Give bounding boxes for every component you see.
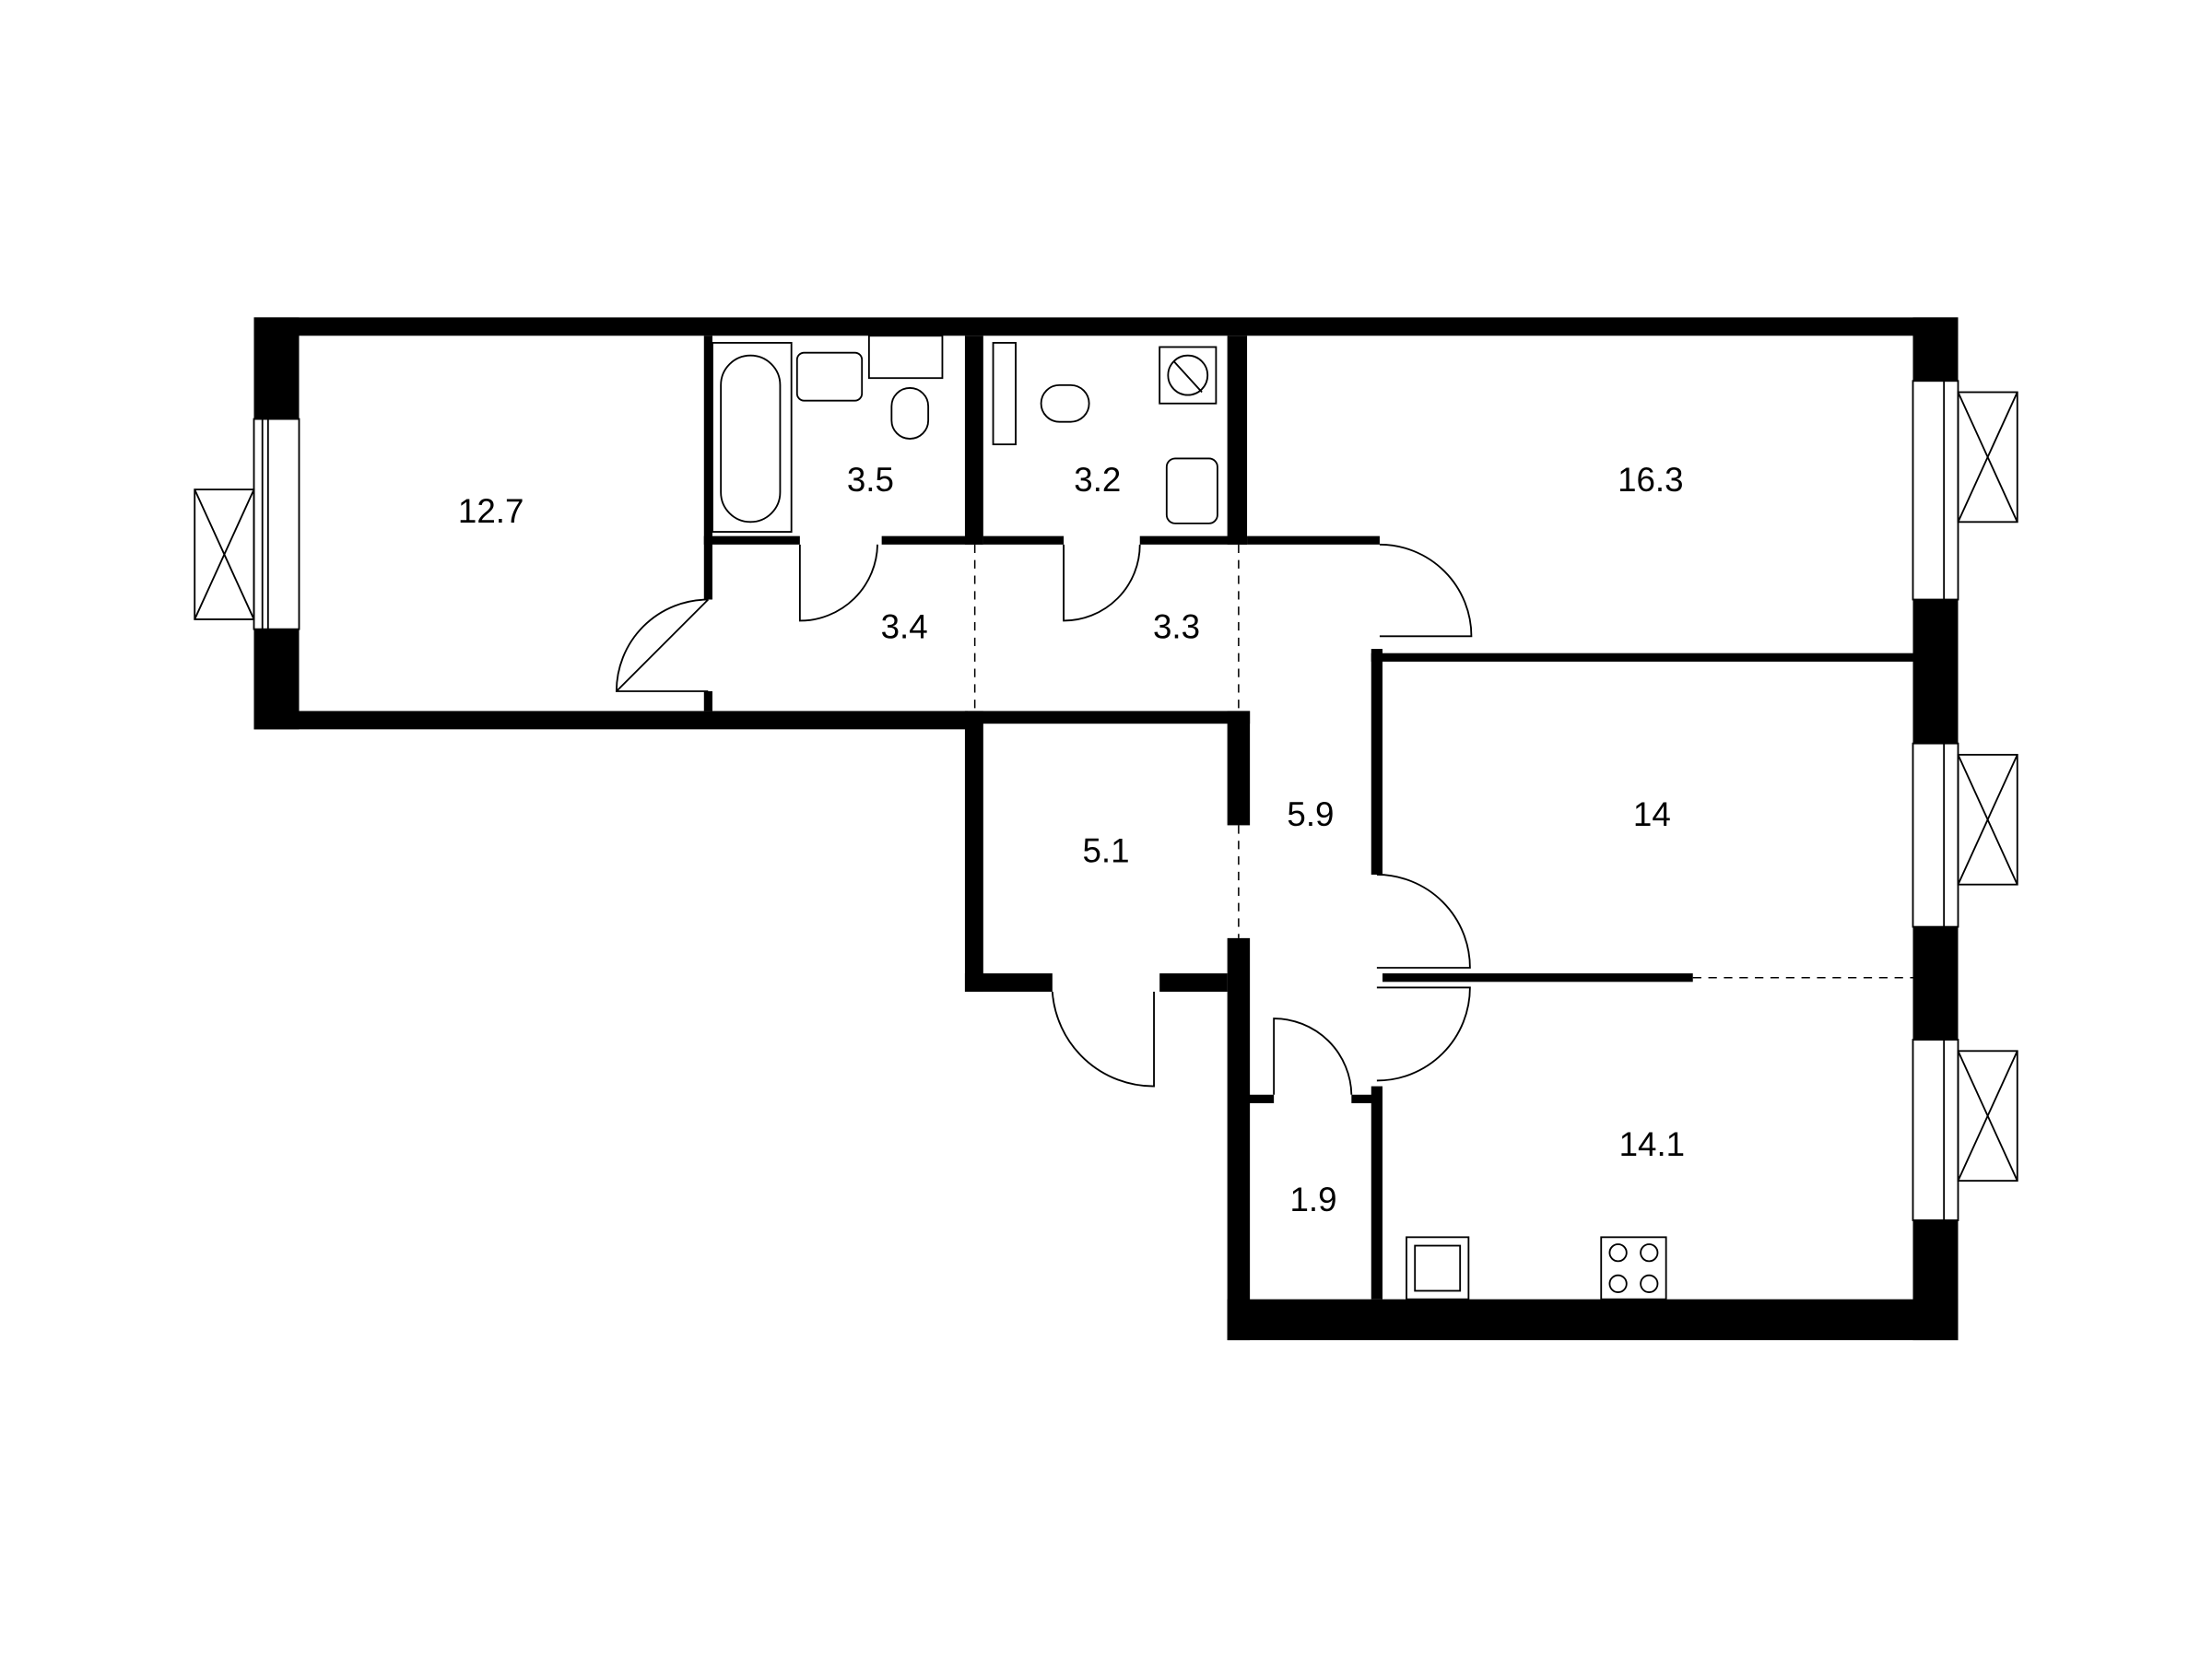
- washing-machine-icon: [1159, 346, 1218, 405]
- room-area-entrance: 5.1: [1082, 832, 1129, 870]
- room-area-storage: 1.9: [1289, 1181, 1336, 1218]
- room-area-corridor-2: 3.3: [1153, 607, 1200, 645]
- room-area-bedroom-2: 16.3: [1618, 461, 1683, 499]
- room-area-bedroom-3: 14: [1633, 795, 1671, 833]
- doors: [615, 543, 1473, 1095]
- toilet-icon-wc: [1040, 383, 1090, 423]
- bathtub-icon: [712, 342, 793, 533]
- room-area-kitchen: 14.1: [1619, 1125, 1685, 1163]
- room-area-wc: 3.2: [1074, 461, 1121, 499]
- fixtures: [712, 335, 1667, 1300]
- windows: [194, 380, 2018, 1221]
- room-area-bathroom: 3.5: [847, 461, 894, 499]
- stove-icon: [1600, 1236, 1667, 1300]
- room-area-corridor-1: 3.4: [881, 607, 928, 645]
- sink-icon: [795, 351, 864, 402]
- zone-dividers: [973, 544, 1913, 979]
- room-area-hall: 5.9: [1287, 795, 1334, 833]
- kitchen-sink-icon: [1406, 1236, 1470, 1300]
- walls: [253, 317, 1959, 1341]
- toilet-icon: [890, 386, 930, 440]
- room-labels: 12.7 3.5 3.2 16.3 3.4 3.3 5.9 5.1 14 14.…: [458, 461, 1685, 1218]
- sink-icon-wc: [1165, 457, 1218, 524]
- room-area-bedroom-1: 12.7: [458, 492, 524, 530]
